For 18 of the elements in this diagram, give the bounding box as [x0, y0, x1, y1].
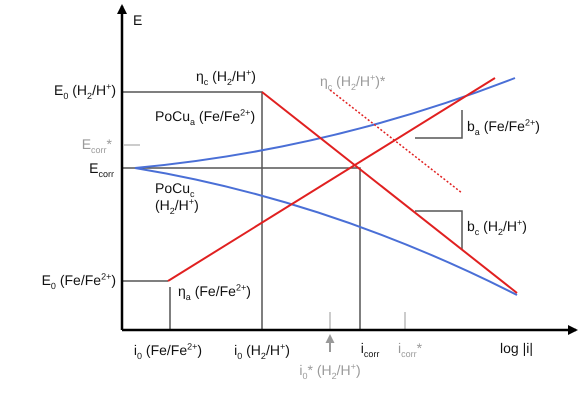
slope-label: b$_{a}$ (Fe/Fe$^{2+}$) — [467, 118, 540, 135]
curve-label: PoCu$_{a}$ (Fe/Fe$^{2+}$) — [155, 108, 256, 125]
tick-label: i$_{corr}$ — [360, 340, 380, 357]
potential-label: E$_{0}$ (H$_{2}$/H$^{+}$) — [53, 82, 116, 99]
tick-label: i$_{0}$ (H$_{2}$/H$^{+}$) — [233, 342, 291, 359]
potential-label: E$_{0}$ (Fe/Fe$^{2+}$) — [40, 272, 116, 289]
overpotential-label: η$_{c}$ (H$_{2}$/H$^{+}$) — [196, 68, 256, 85]
potential-label: E$_{corr}$ — [88, 160, 114, 177]
potential-label: E$_{corr}$* — [80, 136, 112, 153]
tick-label: i$_{corr}$* — [396, 340, 424, 357]
axis-title: log |i| — [500, 340, 533, 357]
tick-label: i$_{0}$* (H$_{2}$/H$^{+}$) — [298, 362, 362, 379]
curve-label: PoCu$_{c}$ (H$_{2}$/H$^{+}$) — [155, 180, 200, 214]
axis-title: E — [133, 12, 142, 29]
slope-label: b$_{c}$ (H$_{2}$/H$^{+}$) — [467, 218, 527, 235]
overpotential-label: η$_{a}$ (Fe/Fe$^{2+}$) — [178, 283, 252, 300]
tick-label: i$_{0}$ (Fe/Fe$^{2+}$) — [132, 342, 204, 359]
overpotential-label: η$_{c}$ (H$_{2}$/H$^{+}$)* — [320, 73, 386, 90]
